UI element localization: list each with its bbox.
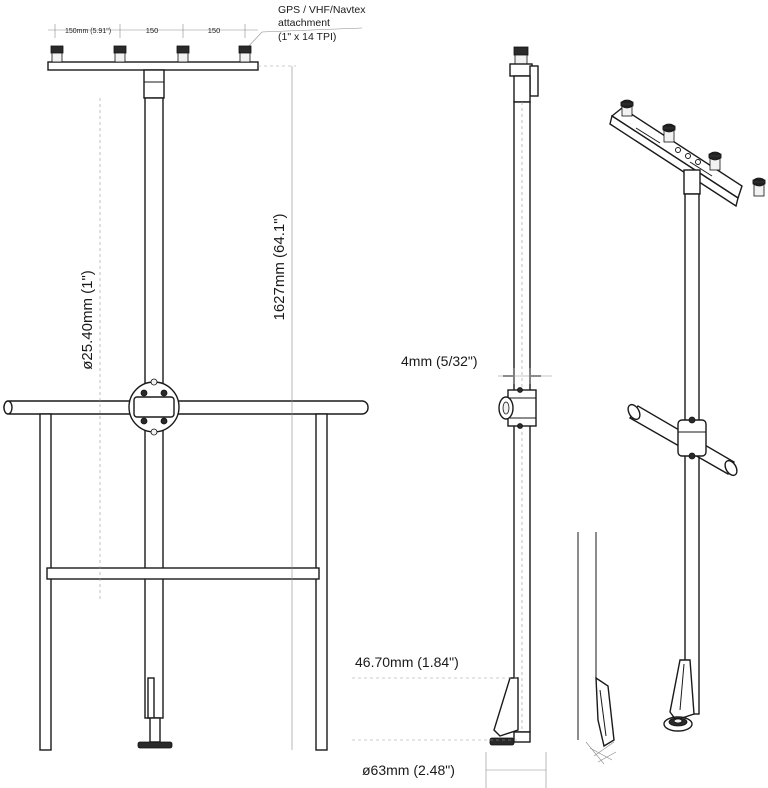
mount-plate <box>47 61 259 71</box>
side-antenna-cap <box>513 46 529 56</box>
iso-clamp <box>677 416 707 460</box>
side-view <box>352 46 552 788</box>
tube-diameter-label: ø25.40mm (1") <box>79 270 96 370</box>
base-diameter-label: ø63mm (2.48") <box>362 762 455 778</box>
antenna-cap-3 <box>176 45 190 63</box>
top-rail <box>3 400 369 415</box>
side-base-plate <box>489 737 515 746</box>
iso-mast-collar <box>683 169 701 195</box>
attachment-label-line1: GPS / VHF/Navtex <box>278 4 366 16</box>
spacing-label-third: 150 <box>208 26 221 35</box>
attachment-leader <box>246 27 363 49</box>
base-bracket <box>147 677 155 719</box>
attachment-label-line3: (1" x 14 TPI) <box>278 31 336 43</box>
side-mast-collar <box>513 75 531 103</box>
side-antenna-cap-base <box>514 53 528 65</box>
mast-collar <box>143 69 165 99</box>
base-detail-view <box>577 532 617 765</box>
antenna-cap-2 <box>113 45 127 63</box>
side-mount-plate <box>509 63 533 77</box>
iso-antenna-cap-3 <box>708 151 722 171</box>
base-height-label: 46.70mm (1.84") <box>355 654 459 670</box>
side-base-foot <box>513 731 531 743</box>
front-view: 150mm (5.91") 150 150 <box>3 24 369 751</box>
top-dimension-line <box>48 24 258 38</box>
rail-leg-right <box>315 413 328 751</box>
side-top-bracket <box>529 65 539 97</box>
wall-thickness-label: 4mm (5/32") <box>401 353 478 369</box>
base-post <box>149 717 161 743</box>
iso-mount-plate <box>610 107 743 200</box>
spacing-label-second: 150 <box>146 26 159 35</box>
antenna-cap-1 <box>50 45 64 63</box>
isometric-view <box>609 99 766 732</box>
iso-antenna-cap-1 <box>620 99 634 117</box>
antenna-cap-4 <box>238 45 252 63</box>
iso-antenna-cap-2 <box>662 123 676 143</box>
base-plate <box>137 741 173 749</box>
height-label: 1627mm (64.1") <box>271 213 288 320</box>
iso-antenna-cap-4 <box>752 177 766 197</box>
rail-clamp <box>128 378 180 436</box>
detail-base-bracket <box>595 676 615 748</box>
spacing-label-first: 150mm (5.91") <box>65 28 111 35</box>
rail-leg-left <box>39 413 52 751</box>
side-base-bracket <box>493 677 519 737</box>
attachment-label-line2: attachment <box>278 17 330 29</box>
lower-crossbar <box>46 567 320 580</box>
side-clamp <box>498 387 537 429</box>
